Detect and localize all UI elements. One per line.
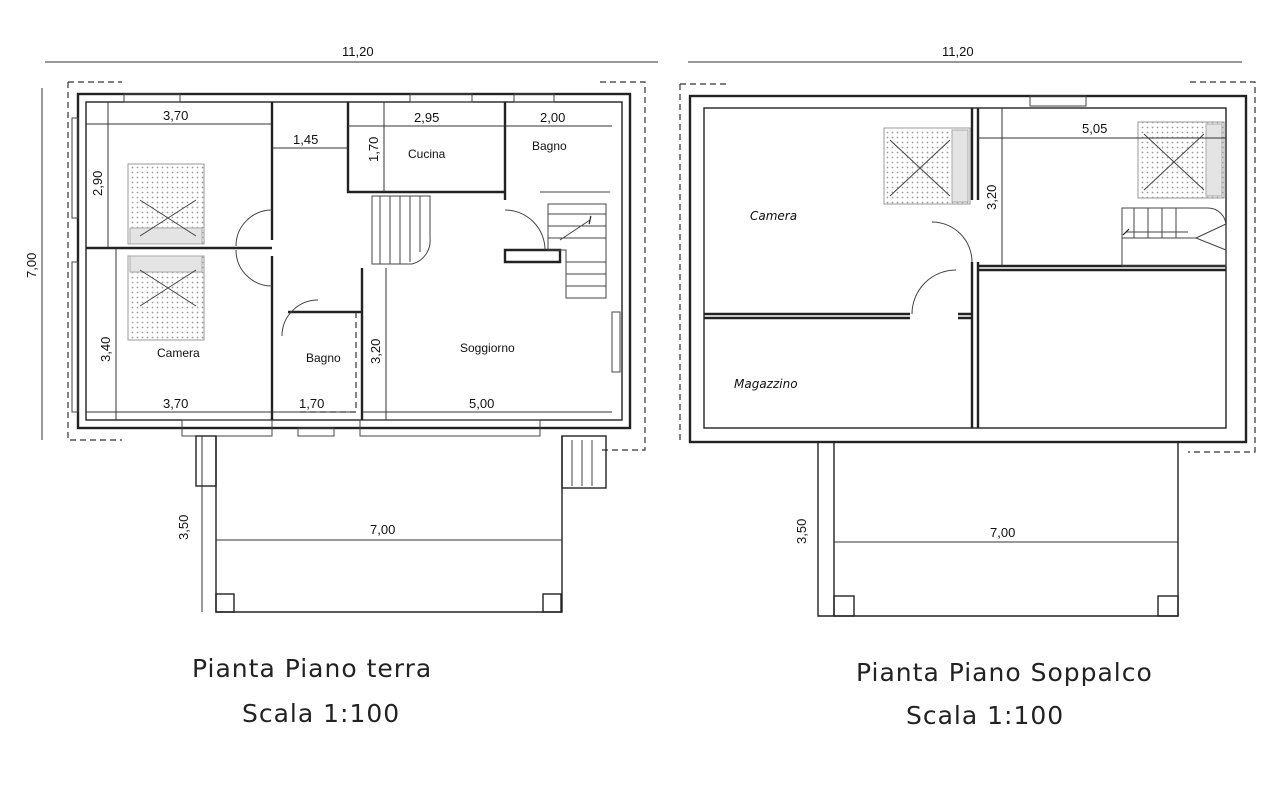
gf-camera-bottom-width-label: 3,70 bbox=[163, 396, 188, 411]
gf-wall-cucina bbox=[346, 102, 505, 194]
gf-window-bottom bbox=[297, 427, 335, 437]
gf-door-swing-1 bbox=[235, 209, 273, 247]
mz-wall-magazzino-stub bbox=[958, 312, 972, 320]
gf-porch-width-label: 7,00 bbox=[370, 522, 395, 537]
gf-outer-wall bbox=[76, 92, 632, 430]
gf-door-swing-4 bbox=[281, 299, 319, 337]
gf-outer-wall-inner bbox=[85, 101, 623, 421]
mz-porch-width-label: 7,00 bbox=[990, 525, 1015, 540]
mz-caption-scale: Scala 1:100 bbox=[906, 701, 1064, 730]
gf-total-depth-label: 7,00 bbox=[24, 253, 39, 278]
mz-room-camera: Camera bbox=[750, 209, 797, 223]
mz-total-width-label: 11,20 bbox=[942, 44, 974, 59]
mz-eave-left bbox=[679, 83, 730, 440]
gf-camera-top-width-label: 3,70 bbox=[163, 108, 188, 123]
gf-bagno-top-width-label: 2,00 bbox=[540, 110, 565, 125]
gf-bed-top bbox=[127, 163, 205, 245]
mz-total-width-dimension: 11,20 bbox=[688, 44, 1242, 63]
mz-wall-vertical-bottom bbox=[970, 262, 980, 428]
mz-wall-right-room bbox=[978, 264, 1226, 272]
gf-room-bagno-bottom: Bagno bbox=[306, 351, 341, 365]
gf-caption-scale: Scala 1:100 bbox=[242, 699, 400, 728]
mz-bed-left bbox=[883, 127, 971, 205]
ground-floor-plan: 11,20 7,00 bbox=[24, 44, 658, 728]
gf-room-cucina: Cucina bbox=[408, 147, 446, 161]
gf-stairs-right bbox=[540, 191, 610, 299]
gf-door-swing-3 bbox=[504, 209, 546, 251]
gf-total-width-dimension: 11,20 bbox=[45, 44, 658, 63]
gf-room-soggiorno: Soggiorno bbox=[460, 341, 515, 355]
gf-window-left-1 bbox=[71, 117, 79, 219]
gf-stairs-centre bbox=[371, 195, 431, 265]
mz-window-top bbox=[1029, 95, 1087, 107]
gf-camera-top-depth-label: 2,90 bbox=[90, 171, 105, 196]
gf-porch-depth-label: 3,50 bbox=[176, 515, 191, 540]
mz-eave-right bbox=[1188, 81, 1256, 453]
gf-total-width-label: 11,20 bbox=[342, 44, 374, 59]
mz-bed-right bbox=[1137, 121, 1225, 199]
gf-soggiorno-width-label: 5,00 bbox=[469, 396, 494, 411]
gf-door-swing-2 bbox=[235, 249, 273, 287]
gf-camera-bottom-depth-label: 3,40 bbox=[98, 337, 113, 362]
mz-door-swing-2 bbox=[911, 269, 957, 315]
mz-room-magazzino: Magazzino bbox=[734, 377, 798, 391]
gf-window-top-2 bbox=[409, 93, 473, 103]
gf-door-bottom-1 bbox=[181, 419, 273, 437]
mz-porch-depth-label: 3,50 bbox=[794, 519, 809, 544]
gf-bagno-bottom-width-label: 1,70 bbox=[299, 396, 324, 411]
gf-cucina-depth-label: 1,70 bbox=[366, 137, 381, 162]
mz-wall-vertical-top bbox=[970, 108, 980, 200]
mz-right-room-width-label: 5,05 bbox=[1082, 121, 1107, 136]
gf-room-camera: Camera bbox=[157, 346, 200, 360]
gf-wall-stub bbox=[503, 248, 562, 264]
gf-window-right bbox=[611, 311, 621, 373]
gf-total-depth-dimension: 7,00 bbox=[24, 88, 43, 440]
gf-corridor-width-label: 1,45 bbox=[293, 132, 318, 147]
mz-caption-title: Pianta Piano Soppalco bbox=[856, 658, 1153, 687]
gf-window-top-3 bbox=[513, 93, 555, 103]
mz-stairs bbox=[1121, 207, 1227, 267]
mezzanine-plan: 11,20 bbox=[679, 44, 1256, 730]
gf-cucina-width-label: 2,95 bbox=[414, 110, 439, 125]
gf-porch: 7,00 3,50 bbox=[176, 435, 607, 613]
gf-bed-bottom bbox=[127, 255, 205, 341]
gf-eave-left bbox=[67, 81, 122, 441]
gf-caption-title: Pianta Piano terra bbox=[192, 654, 432, 683]
mz-porch: 7,00 3,50 bbox=[794, 442, 1179, 617]
mz-door-swing-1 bbox=[931, 221, 973, 263]
gf-window-left-2 bbox=[71, 261, 79, 413]
gf-soggiorno-depth-label: 3,20 bbox=[368, 339, 383, 364]
gf-eave-right bbox=[600, 81, 646, 451]
mz-outer-wall bbox=[688, 94, 1248, 444]
gf-room-bagno-top: Bagno bbox=[532, 139, 567, 153]
mz-wall-magazzino bbox=[704, 312, 910, 320]
gf-door-bottom-2 bbox=[359, 419, 541, 437]
gf-window-top-1 bbox=[123, 93, 181, 103]
mz-outer-wall-inner bbox=[703, 107, 1227, 429]
mz-right-room-depth-label: 3,20 bbox=[984, 185, 999, 210]
